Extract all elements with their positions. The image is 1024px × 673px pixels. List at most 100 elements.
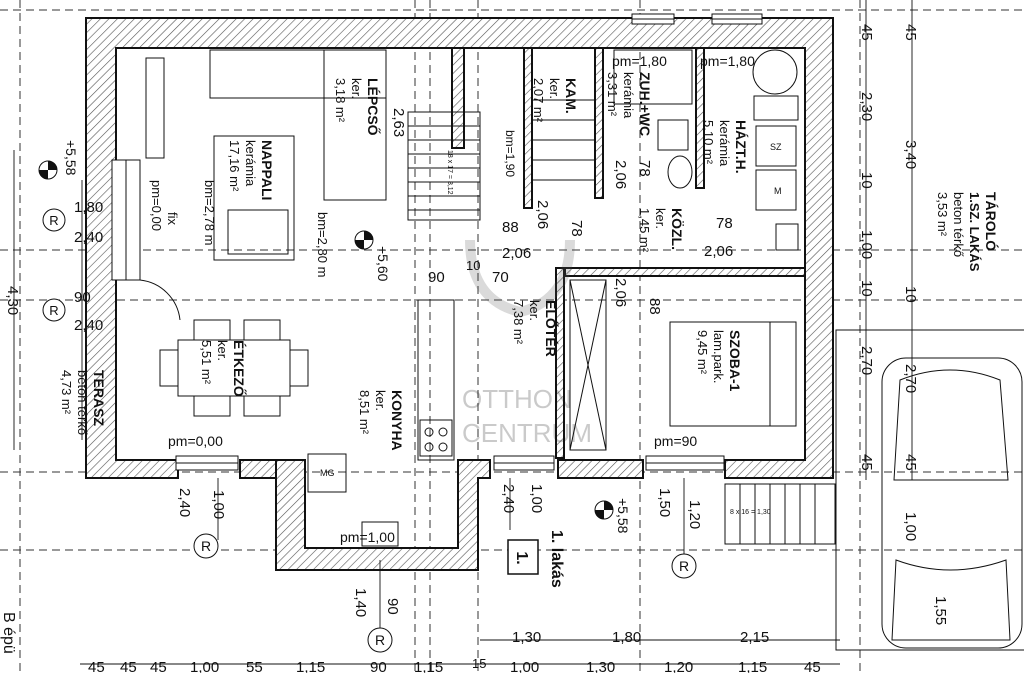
svg-text:8,51 m²: 8,51 m² [357, 390, 372, 435]
svg-text:45: 45 [88, 659, 105, 673]
svg-text:1,50: 1,50 [656, 488, 673, 517]
svg-text:45: 45 [858, 24, 875, 41]
svg-text:ker.: ker. [373, 390, 388, 411]
svg-text:9,45 m²: 9,45 m² [695, 330, 710, 375]
svg-text:2,06: 2,06 [612, 278, 629, 307]
elevation-symbol-1 [38, 160, 58, 180]
svg-text:4,73 m²: 4,73 m² [59, 370, 74, 415]
svg-text:pm=90: pm=90 [654, 433, 697, 449]
svg-text:45: 45 [150, 659, 167, 673]
svg-text:90: 90 [74, 289, 91, 306]
svg-text:2,40: 2,40 [176, 488, 193, 517]
svg-text:1,00: 1,00 [190, 659, 219, 673]
svg-text:beton térkő: beton térkő [75, 370, 90, 435]
dimension-texts: 45 45 2,30 10 1,00 10 2,70 45 3,40 10 2,… [4, 24, 949, 646]
window-bottom-1 [175, 455, 239, 471]
svg-text:R: R [49, 213, 58, 228]
room-kozl: KÖZL. ker. 1,45 m² [637, 208, 685, 253]
svg-text:1,55: 1,55 [932, 596, 949, 625]
room-szoba: SZOBA-1 lam.park. 9,45 m² [695, 330, 743, 392]
svg-text:2,63: 2,63 [390, 108, 407, 137]
svg-text:10: 10 [466, 258, 480, 273]
section-marker-4: R [671, 553, 697, 579]
svg-text:45: 45 [902, 24, 919, 41]
svg-text:KAM.: KAM. [563, 78, 579, 114]
svg-text:pm=1,80: pm=1,80 [612, 53, 667, 69]
furniture [145, 49, 799, 493]
interior-walls [451, 47, 806, 459]
room-kam: KAM. ker. 2,07 m² [531, 78, 579, 123]
svg-text:5,51 m²: 5,51 m² [199, 340, 214, 385]
svg-text:2,15: 2,15 [740, 629, 769, 646]
exterior-stairs [724, 483, 836, 545]
svg-text:1.SZ. LAKÁS: 1.SZ. LAKÁS [967, 192, 982, 272]
svg-text:1,15: 1,15 [738, 659, 767, 673]
svg-text:pm=0,00: pm=0,00 [168, 433, 223, 449]
svg-text:2,07 m²: 2,07 m² [531, 78, 546, 123]
svg-text:1.: 1. [513, 551, 530, 564]
svg-text:NAPPALI: NAPPALI [259, 140, 275, 200]
svg-text:1. lakás: 1. lakás [548, 530, 565, 588]
svg-text:+5,58: +5,58 [615, 498, 631, 534]
svg-text:2,06: 2,06 [612, 160, 629, 189]
svg-text:R: R [375, 632, 385, 648]
svg-text:1,20: 1,20 [686, 500, 703, 529]
window-konyha [361, 521, 399, 547]
svg-text:R: R [49, 303, 58, 318]
svg-text:3,40: 3,40 [902, 140, 919, 169]
svg-text:3,31 m²: 3,31 m² [605, 72, 620, 117]
svg-text:OTTHON: OTTHON [462, 384, 572, 414]
section-marker-2: R [42, 298, 66, 322]
section-marker-3: R [193, 533, 219, 559]
svg-text:1,00: 1,00 [210, 490, 227, 519]
svg-text:bm=2,80 m: bm=2,80 m [315, 212, 330, 277]
edge-text: B épü [0, 612, 17, 654]
svg-text:kerámia: kerámia [717, 120, 732, 167]
svg-text:45: 45 [902, 454, 919, 471]
svg-text:2,40: 2,40 [74, 317, 103, 334]
svg-text:90: 90 [370, 659, 387, 673]
svg-text:3,53 m²: 3,53 m² [935, 192, 950, 237]
svg-text:ELŐTÉR: ELŐTÉR [543, 300, 560, 357]
svg-text:45: 45 [804, 659, 821, 673]
elevation-symbol-3 [594, 500, 614, 520]
svg-text:M: M [774, 186, 782, 196]
elevation-values: +5,58 +5,60 +5,58 [63, 140, 631, 534]
room-hazt: HÁZT.H. kerámia 5,10 m² [701, 120, 749, 174]
window-top-1 [631, 13, 675, 25]
room-konyha: KONYHA ker. 8,51 m² [357, 390, 405, 451]
right-dim-lines [13, 0, 913, 480]
svg-text:70: 70 [492, 269, 509, 286]
svg-text:MG: MG [320, 468, 335, 478]
svg-text:2,06: 2,06 [534, 200, 551, 229]
svg-text:2,70: 2,70 [902, 364, 919, 393]
svg-text:45: 45 [120, 659, 137, 673]
svg-text:2,40: 2,40 [74, 229, 103, 246]
svg-text:pm=0,00: pm=0,00 [149, 180, 164, 231]
room-eloter: ELŐTÉR ker. 7,38 m² [511, 300, 560, 357]
svg-text:ker.: ker. [215, 340, 230, 361]
svg-text:ker.: ker. [527, 300, 542, 321]
svg-text:88: 88 [502, 219, 519, 236]
svg-text:1,00: 1,00 [858, 230, 875, 259]
apartment-label: 1. 1. lakás [507, 530, 565, 588]
svg-text:1,20: 1,20 [664, 659, 693, 673]
room-terasz: TERASZ beton térkő 4,73 m² [59, 370, 107, 435]
svg-text:1,15: 1,15 [414, 659, 443, 673]
svg-text:3,18 m²: 3,18 m² [333, 78, 348, 123]
svg-text:KONYHA: KONYHA [389, 390, 405, 451]
svg-text:55: 55 [246, 659, 263, 673]
svg-text:1,30: 1,30 [512, 629, 541, 646]
svg-text:15: 15 [472, 656, 486, 671]
svg-text:ZUH.+WC: ZUH.+WC [637, 72, 653, 136]
svg-text:1,40: 1,40 [352, 588, 369, 617]
section-marker-1: R [42, 208, 66, 232]
svg-text:HÁZT.H.: HÁZT.H. [733, 120, 749, 174]
svg-text:1,80: 1,80 [612, 629, 641, 646]
svg-text:1,45 m²: 1,45 m² [637, 208, 652, 253]
bottom-dim-lines [80, 478, 840, 665]
svg-text:pm=1,80: pm=1,80 [700, 53, 755, 69]
svg-text:78: 78 [716, 215, 733, 232]
svg-text:10: 10 [902, 286, 919, 303]
